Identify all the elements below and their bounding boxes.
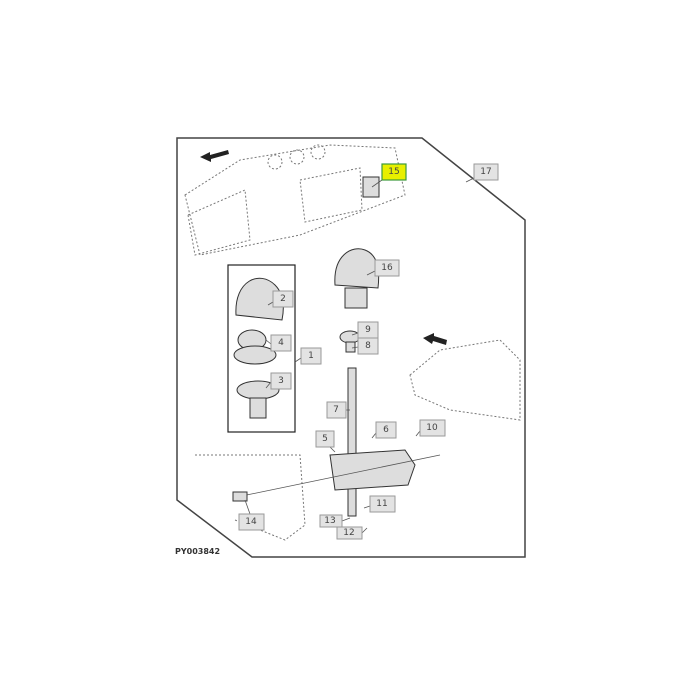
direction-arrow-icon xyxy=(423,333,447,345)
pole xyxy=(347,367,357,517)
callout-label: 4 xyxy=(278,338,284,348)
bracket xyxy=(329,449,416,491)
callout-label: 3 xyxy=(278,376,284,386)
callout-label: 9 xyxy=(365,325,371,335)
direction-arrow-icon xyxy=(200,150,229,162)
callout-2[interactable]: 2 xyxy=(272,290,294,308)
callout-1[interactable]: 1 xyxy=(300,347,322,365)
callout-label: 7 xyxy=(333,405,339,415)
callout-15[interactable]: 15 xyxy=(381,163,407,181)
callout-13[interactable]: 13 xyxy=(319,514,343,528)
callout-label: 10 xyxy=(426,423,438,433)
callout-label: 1 xyxy=(308,351,314,361)
figure-code: PY003842 xyxy=(175,547,220,556)
callout-14[interactable]: 14 xyxy=(238,513,265,531)
callout-label: 12 xyxy=(343,528,354,538)
callout-label: 15 xyxy=(388,167,399,177)
callout-12[interactable]: 12 xyxy=(336,526,363,540)
callout-label: 17 xyxy=(480,167,491,177)
callout-label: 6 xyxy=(383,425,389,435)
callout-label: 16 xyxy=(381,263,393,273)
beacon-light xyxy=(334,248,380,353)
callout-label: 2 xyxy=(280,294,286,304)
dashboard-outline xyxy=(184,144,406,256)
callout-11[interactable]: 11 xyxy=(369,495,396,513)
switch-part xyxy=(362,176,380,198)
callout-3[interactable]: 3 xyxy=(270,372,292,390)
callout-6[interactable]: 6 xyxy=(375,421,397,439)
callout-label: 13 xyxy=(324,516,335,526)
callout-8[interactable]: 8 xyxy=(357,337,379,355)
callout-label: 14 xyxy=(245,517,257,527)
callout-label: 5 xyxy=(322,434,328,444)
callout-4[interactable]: 4 xyxy=(270,334,292,352)
callout-17[interactable]: 17 xyxy=(473,163,499,181)
callout-5[interactable]: 5 xyxy=(315,430,335,448)
callout-10[interactable]: 10 xyxy=(419,419,446,437)
callout-9[interactable]: 9 xyxy=(357,321,379,339)
callout-7[interactable]: 7 xyxy=(326,401,347,419)
callout-16[interactable]: 16 xyxy=(374,259,400,277)
callout-label: 8 xyxy=(365,341,371,351)
diagram-frame xyxy=(176,137,526,558)
callout-leaders xyxy=(244,177,475,534)
callout-label: 11 xyxy=(376,499,387,509)
